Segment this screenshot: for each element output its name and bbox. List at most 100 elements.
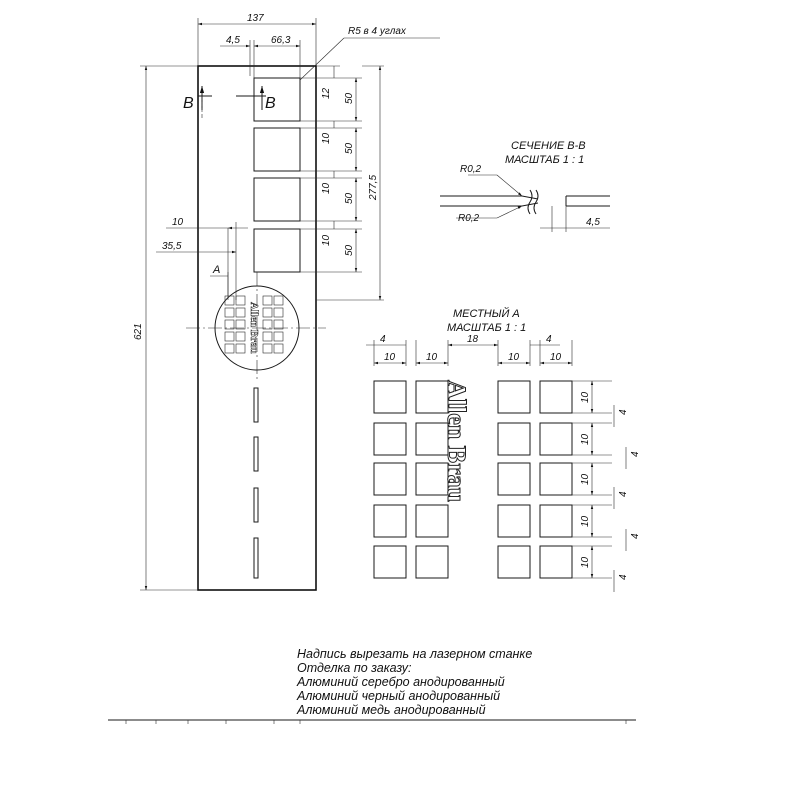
- detail-dim-square: 10: [580, 473, 591, 485]
- perforation-square: [415, 462, 449, 496]
- mini-engraving: Allen Brau: [248, 302, 260, 354]
- dim-355: 35,5: [162, 241, 182, 252]
- dim-gap-top: 12: [321, 87, 332, 99]
- mini-square: [224, 319, 235, 330]
- mini-square: [273, 331, 284, 342]
- perforation-square: [539, 422, 573, 456]
- perforation-square: [373, 380, 407, 414]
- dim-gap-1: 10: [321, 132, 332, 144]
- dim-offset-45: 4,5: [226, 35, 240, 46]
- section-mark-right: В: [265, 95, 276, 112]
- perforation-grid: [373, 380, 573, 579]
- perforation-square: [373, 504, 407, 538]
- perforation-square: [497, 422, 531, 456]
- detail-title: МЕСТНЫЙ А: [453, 307, 520, 320]
- r02-bottom: R0,2: [458, 213, 480, 224]
- detail-dim-gap: 4: [618, 409, 629, 415]
- dim-cutout-h-4: 50: [344, 244, 355, 256]
- perforation-square: [539, 504, 573, 538]
- detail-dim-10d: 10: [550, 352, 562, 363]
- detail-dim-gap: 4: [618, 491, 629, 497]
- cutout: [253, 77, 301, 122]
- mini-square: [273, 343, 284, 354]
- section-view: СЕЧЕНИЕ В-В МАСШТАБ 1 : 1 R0,2 R0,2 4,5: [440, 140, 610, 232]
- section-line-bb: В В: [183, 86, 276, 118]
- slot: [253, 436, 259, 472]
- detail-dim-square: 10: [580, 391, 591, 403]
- dim-width: 137: [247, 13, 264, 24]
- notes-block: Надпись вырезать на лазерном станке Отде…: [296, 647, 532, 717]
- section-profile: [440, 195, 539, 207]
- note-line: Надпись вырезать на лазерном станке: [297, 647, 532, 661]
- mini-square: [224, 343, 235, 354]
- r02-top: R0,2: [460, 164, 482, 175]
- perforation-square: [373, 462, 407, 496]
- detail-dim-square: 10: [580, 556, 591, 568]
- mini-square: [262, 295, 273, 306]
- dim-cutout-h-2: 50: [344, 142, 355, 154]
- detail-dim-10c: 10: [508, 352, 520, 363]
- mini-square: [273, 295, 284, 306]
- title-block-border: [108, 719, 636, 724]
- local-detail-view: МЕСТНЫЙ А МАСШТАБ 1 : 1 Allen Brau 4 10 …: [366, 307, 641, 592]
- cutout: [253, 228, 301, 273]
- perforation-square: [539, 545, 573, 579]
- perforation-square: [415, 380, 449, 414]
- slot: [253, 487, 259, 523]
- slot: [253, 387, 259, 423]
- dim-cutout-h-3: 50: [344, 192, 355, 204]
- detail-dim-4b: 4: [546, 334, 552, 345]
- perforation-square: [415, 422, 449, 456]
- slot: [253, 537, 259, 579]
- mini-square: [235, 307, 246, 318]
- mini-square: [273, 307, 284, 318]
- section-scale: МАСШТАБ 1 : 1: [505, 154, 584, 166]
- dim-gap-2: 10: [321, 182, 332, 194]
- mini-square: [262, 343, 273, 354]
- detail-dim-4a: 4: [380, 334, 386, 345]
- perforation-square: [373, 545, 407, 579]
- main-view: В В 137 4,5 66,3 R5 в 4 углах: [133, 13, 440, 591]
- mini-square: [262, 331, 273, 342]
- perforation-square: [497, 504, 531, 538]
- perforation-square: [497, 545, 531, 579]
- slot-row: [253, 387, 259, 579]
- detail-top-dimensions: 4 10 10 18 10 4 10: [366, 334, 573, 366]
- r5-note: R5 в 4 углах: [348, 26, 407, 37]
- cutout-dimensions: 12 10 10 10 50 50 50 50 277,5: [300, 65, 384, 301]
- dim-width-663: 66,3: [271, 35, 291, 46]
- mini-square: [235, 295, 246, 306]
- mini-square: [235, 331, 246, 342]
- mini-square: [235, 343, 246, 354]
- cutouts: [253, 77, 301, 273]
- note-line: Отделка по заказу:: [297, 661, 411, 675]
- perforation-square: [539, 380, 573, 414]
- mini-square: [273, 319, 284, 330]
- mini-perforation-grid: [224, 295, 284, 354]
- round-detail: А Allen Brau: [186, 264, 326, 380]
- detail-dim-gap: 4: [618, 574, 629, 580]
- cutout: [253, 177, 301, 222]
- mini-square: [224, 295, 235, 306]
- perforation-square: [373, 422, 407, 456]
- detail-mark: А: [212, 264, 220, 276]
- detail-dim-10b: 10: [426, 352, 438, 363]
- dim-total-length: 621: [133, 323, 144, 340]
- perforation-square: [415, 545, 449, 579]
- note-line: Алюминий серебро анодированный: [296, 675, 505, 689]
- mini-square: [262, 319, 273, 330]
- detail-dim-10a: 10: [384, 352, 396, 363]
- section-thickness: 4,5: [586, 217, 600, 228]
- detail-dim-square: 10: [580, 433, 591, 445]
- detail-engraving: Allen Brau: [442, 380, 471, 502]
- mini-square: [224, 331, 235, 342]
- note-line: Алюминий медь анодированный: [296, 703, 486, 717]
- dim-gap-3: 10: [321, 234, 332, 246]
- perforation-square: [497, 462, 531, 496]
- detail-scale: МАСШТАБ 1 : 1: [447, 322, 526, 334]
- dim-10: 10: [172, 217, 184, 228]
- dim-cutout-span: 277,5: [368, 175, 379, 201]
- note-line: Алюминий черный анодированный: [296, 689, 500, 703]
